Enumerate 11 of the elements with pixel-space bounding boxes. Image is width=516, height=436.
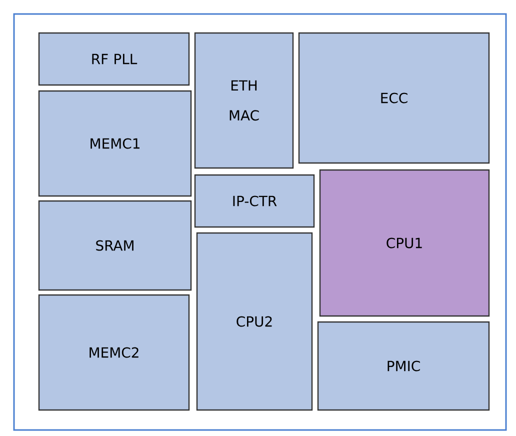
block: SRAM	[38, 200, 192, 291]
block: RF PLL	[38, 32, 190, 86]
block: ETH MAC	[194, 32, 294, 169]
block: CPU1	[319, 169, 490, 317]
block: PMIC	[317, 321, 490, 411]
block: CPU2	[196, 232, 313, 411]
block: ECC	[298, 32, 490, 164]
block: MEMC2	[38, 294, 190, 411]
block: MEMC1	[38, 90, 192, 197]
block: IP-CTR	[194, 174, 315, 228]
frame	[13, 13, 507, 431]
